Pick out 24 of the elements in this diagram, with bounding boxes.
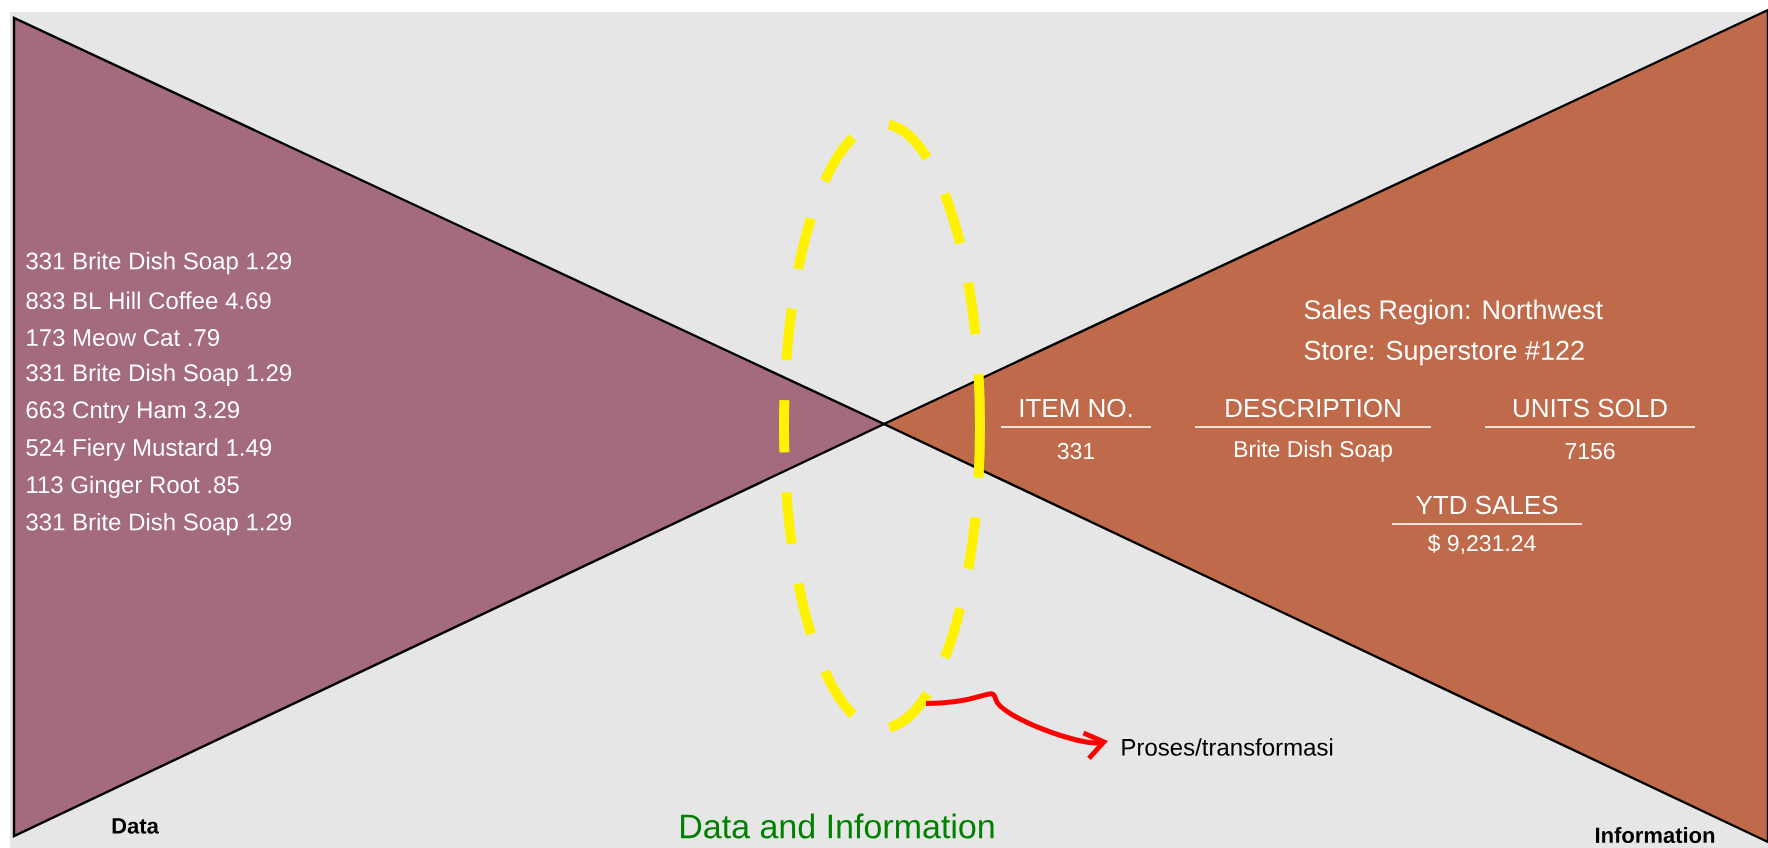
column-header: YTD SALES [1391, 495, 1583, 525]
column-header: ITEM NO. [1000, 398, 1152, 428]
table-value: Brite Dish Soap [1235, 440, 1392, 462]
list-line: 833 BL Hill Coffee 4.69 [26, 291, 271, 310]
list-line: 663 Cntry Ham 3.29 [26, 401, 239, 424]
curved-arrow [925, 691, 1108, 761]
list-line: 331 Brite Dish Soap 1.29 [26, 512, 292, 536]
report-line: Sales Region: Northwest [1304, 299, 1603, 325]
table-value: 7156 [1565, 442, 1615, 460]
list-line: 173 Meow Cat .79 [27, 329, 219, 347]
column-header: UNITS SOLD [1484, 398, 1696, 428]
corner-label: Data [112, 818, 159, 834]
table-value: $ 9,231.24 [1427, 534, 1536, 554]
corner-label: Information [1596, 826, 1715, 844]
dashed-ellipse [779, 119, 985, 733]
process-label: Proses/transformasi [1122, 738, 1333, 756]
list-line: 113 Ginger Root .85 [27, 475, 239, 498]
list-line: 524 Fiery Mustard 1.49 [26, 438, 271, 461]
title: Data and Information [681, 813, 994, 839]
table-value: 331 [1057, 442, 1095, 460]
column-header: DESCRIPTION [1194, 398, 1432, 428]
list-line: 331 Brite Dish Soap 1.29 [26, 363, 292, 387]
list-line: 331 Brite Dish Soap 1.29 [26, 251, 292, 275]
report-line: Store: Superstore #122 [1304, 340, 1584, 366]
